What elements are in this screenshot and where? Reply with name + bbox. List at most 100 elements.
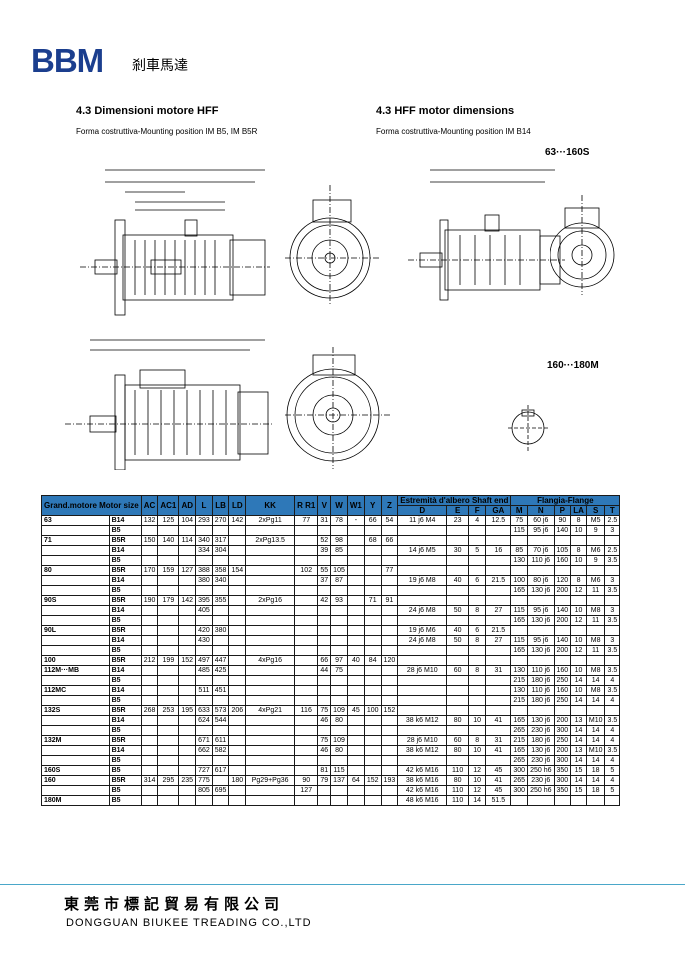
table-cell bbox=[346, 535, 365, 546]
table-cell: 37 bbox=[317, 575, 332, 586]
table-cell: 19 j6 M8 bbox=[397, 575, 448, 586]
table-cell bbox=[294, 735, 319, 746]
table-cell bbox=[178, 685, 197, 696]
table-cell bbox=[228, 735, 247, 746]
table-cell bbox=[330, 625, 348, 636]
table-cell bbox=[510, 565, 529, 576]
table-cell bbox=[330, 695, 348, 706]
table-cell: 180 j6 bbox=[527, 695, 555, 706]
table-cell: M8 bbox=[585, 685, 606, 696]
table-cell bbox=[380, 685, 399, 696]
table-cell bbox=[41, 675, 110, 686]
table-cell: 165 bbox=[510, 645, 529, 656]
table-cell: 230 j6 bbox=[527, 775, 555, 786]
table-cell bbox=[228, 615, 247, 626]
table-cell bbox=[41, 585, 110, 596]
table-cell: 14 bbox=[585, 695, 606, 706]
table-cell: 300 bbox=[553, 725, 572, 736]
table-cell bbox=[380, 725, 399, 736]
table-cell bbox=[380, 675, 399, 686]
table-cell bbox=[195, 695, 213, 706]
motor-side-drawing-large bbox=[65, 339, 272, 470]
table-cell bbox=[446, 705, 470, 716]
table-cell bbox=[140, 695, 159, 706]
table-cell: 90 bbox=[553, 515, 572, 526]
table-cell bbox=[294, 575, 319, 586]
table-cell: 28 j6 M10 bbox=[397, 665, 448, 676]
table-cell bbox=[397, 725, 448, 736]
table-cell bbox=[294, 625, 319, 636]
table-cell bbox=[41, 575, 110, 586]
table-cell: 38 k6 M16 bbox=[397, 775, 448, 786]
table-cell bbox=[294, 605, 319, 616]
table-cell: 300 bbox=[510, 765, 529, 776]
table-cell: 130 j6 bbox=[527, 615, 555, 626]
table-cell bbox=[317, 625, 332, 636]
table-cell bbox=[228, 695, 247, 706]
table-cell: 215 bbox=[510, 675, 529, 686]
table-cell bbox=[178, 545, 197, 556]
table-cell: 9 bbox=[585, 555, 606, 566]
table-cell bbox=[468, 645, 487, 656]
table-cell: 10 bbox=[468, 775, 487, 786]
table-cell bbox=[468, 565, 487, 576]
table-cell: 132M bbox=[41, 735, 110, 746]
table-cell: 3.5 bbox=[604, 715, 621, 726]
table-cell bbox=[380, 585, 399, 596]
table-cell bbox=[211, 725, 230, 736]
table-cell bbox=[570, 705, 587, 716]
table-cell: 10 bbox=[570, 605, 587, 616]
table-cell: 179 bbox=[157, 595, 180, 606]
table-cell: 85 bbox=[330, 545, 348, 556]
table-cell bbox=[330, 795, 348, 806]
table-cell: 11 bbox=[585, 585, 606, 596]
table-cell: 4 bbox=[604, 775, 621, 786]
table-cell bbox=[157, 575, 180, 586]
table-cell bbox=[604, 595, 621, 606]
table-cell bbox=[140, 545, 159, 556]
table-cell bbox=[363, 615, 382, 626]
table-cell: 90L bbox=[41, 625, 110, 636]
table-cell: 317 bbox=[211, 535, 230, 546]
table-cell: B5 bbox=[108, 675, 142, 686]
table-cell bbox=[157, 545, 180, 556]
table-cell bbox=[228, 725, 247, 736]
table-cell bbox=[363, 685, 382, 696]
table-cell bbox=[178, 555, 197, 566]
table-cell: 8 bbox=[468, 635, 487, 646]
table-cell: 66 bbox=[380, 535, 399, 546]
table-cell: 4xPg16 bbox=[245, 655, 296, 666]
table-cell bbox=[604, 655, 621, 666]
left-title: 4.3 Dimensioni motore HFF bbox=[76, 105, 219, 117]
table-cell bbox=[245, 545, 296, 556]
table-cell bbox=[553, 565, 572, 576]
table-cell bbox=[157, 525, 180, 536]
brand-cn-name: 剎車馬達 bbox=[132, 57, 188, 73]
table-cell bbox=[510, 655, 529, 666]
table-cell: 14 bbox=[468, 795, 487, 806]
table-cell bbox=[178, 675, 197, 686]
table-cell: 15 bbox=[570, 785, 587, 796]
table-cell: 63 bbox=[41, 515, 110, 526]
table-cell: 14 bbox=[585, 755, 606, 766]
table-cell bbox=[228, 665, 247, 676]
table-cell: 130 j6 bbox=[527, 745, 555, 756]
table-cell bbox=[485, 685, 512, 696]
table-cell bbox=[380, 615, 399, 626]
table-cell bbox=[363, 725, 382, 736]
table-cell bbox=[363, 545, 382, 556]
table-cell bbox=[41, 695, 110, 706]
table-cell bbox=[380, 785, 399, 796]
table-cell bbox=[527, 535, 555, 546]
table-cell bbox=[446, 615, 470, 626]
table-cell bbox=[178, 785, 197, 796]
table-cell bbox=[178, 575, 197, 586]
table-cell bbox=[346, 695, 365, 706]
table-cell bbox=[553, 535, 572, 546]
table-cell: 405 bbox=[195, 605, 213, 616]
